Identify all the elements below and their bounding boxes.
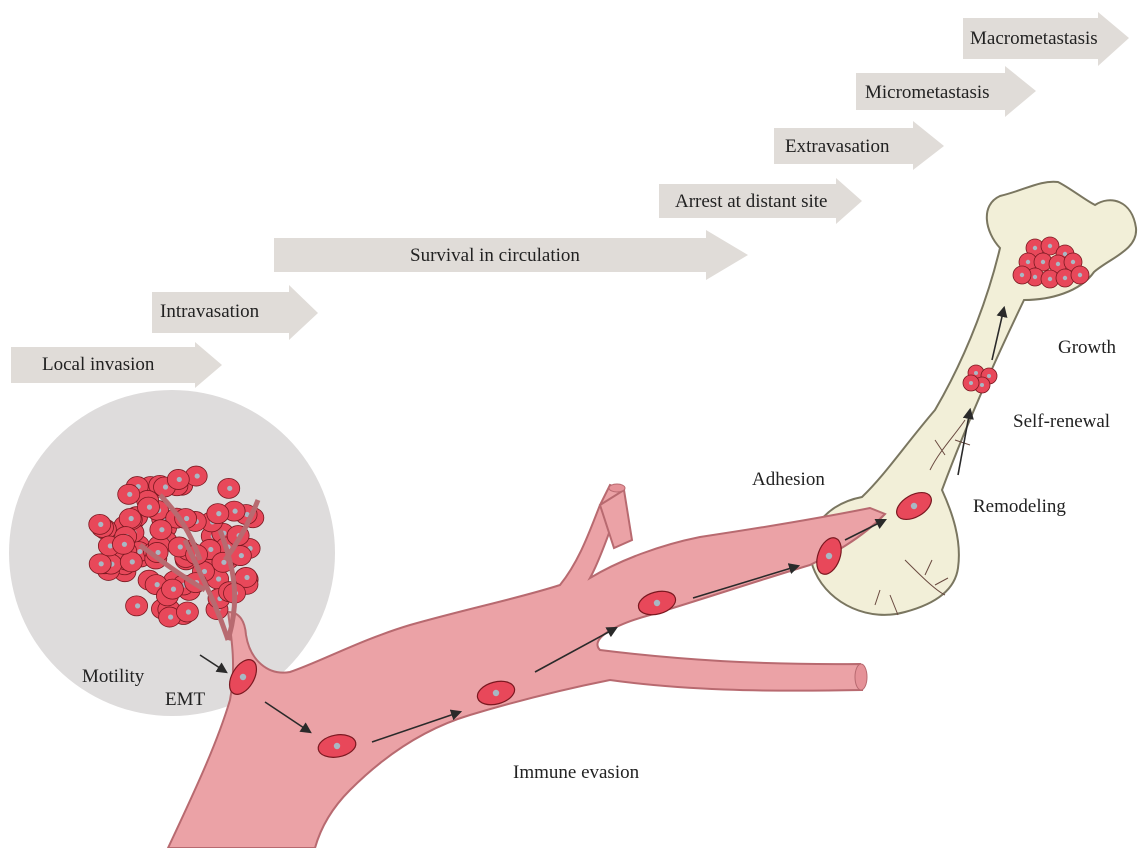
circulating-cell-nucleus — [654, 600, 660, 606]
cell-nucleus — [1048, 277, 1052, 281]
stage-arrow-micrometastasis — [856, 66, 1036, 117]
tumor-cell-nucleus — [163, 484, 168, 489]
vessel-end-top — [609, 484, 625, 492]
tumor-cell-nucleus — [168, 614, 173, 619]
tumor-cell-nucleus — [184, 516, 189, 521]
cell-nucleus — [974, 371, 978, 375]
cell-nucleus — [1048, 244, 1052, 248]
tumor-cell-nucleus — [122, 542, 127, 547]
stage-arrow-local-invasion — [11, 342, 222, 388]
cell-nucleus — [1033, 246, 1037, 250]
label-adhesion: Adhesion — [752, 470, 825, 489]
tumor-cell-nucleus — [127, 492, 132, 497]
cell-nucleus — [969, 381, 973, 385]
cell-nucleus — [1041, 260, 1045, 264]
cell-nucleus — [987, 374, 991, 378]
cell-nucleus — [1078, 273, 1082, 277]
stage-arrow-arrest-at-distant-site — [659, 178, 862, 224]
tumor-cell-nucleus — [130, 559, 135, 564]
tumor-cell-nucleus — [135, 603, 140, 608]
tumor-cell-nucleus — [147, 505, 152, 510]
cell-nucleus — [1063, 276, 1067, 280]
tumor-cell-nucleus — [195, 473, 200, 478]
label-motility: Motility — [82, 667, 144, 686]
label-immune-evasion: Immune evasion — [513, 763, 639, 782]
label-growth: Growth — [1058, 338, 1116, 357]
stage-arrows — [11, 12, 1129, 388]
tumor-cell-nucleus — [186, 609, 191, 614]
circulating-cell-nucleus — [911, 503, 917, 509]
tumor-cell-nucleus — [155, 582, 160, 587]
label-remodeling: Remodeling — [973, 497, 1066, 516]
tumor-cell-nucleus — [233, 509, 238, 514]
tumor-cell-nucleus — [244, 575, 249, 580]
label-self-renewal: Self-renewal — [1013, 412, 1110, 431]
tumor-cell-nucleus — [137, 549, 142, 554]
tumor-cell-nucleus — [171, 587, 176, 592]
stage-arrow-intravasation — [152, 285, 318, 340]
stage-arrow-survival-in-circulation — [274, 230, 748, 280]
tumor-cell-nucleus — [227, 486, 232, 491]
stage-arrow-extravasation — [774, 121, 944, 170]
tumor-cell-nucleus — [216, 511, 221, 516]
circulating-cell-nucleus — [334, 743, 340, 749]
cell-nucleus — [1033, 275, 1037, 279]
circulating-cell-nucleus — [240, 674, 246, 680]
tumor-cell-nucleus — [216, 576, 221, 581]
bone — [810, 182, 1136, 615]
tumor-cell-nucleus — [98, 522, 103, 527]
cell-nucleus — [1071, 260, 1075, 264]
vessel-end-right — [855, 664, 867, 690]
tumor-cell-nucleus — [178, 544, 183, 549]
cell-nucleus — [980, 383, 984, 387]
tumor-cell-nucleus — [159, 527, 164, 532]
cell-nucleus — [1056, 262, 1060, 266]
tumor-cell-nucleus — [208, 547, 213, 552]
tumor-cell-nucleus — [239, 553, 244, 558]
cell-nucleus — [1026, 260, 1030, 264]
circulating-cell-nucleus — [826, 553, 832, 559]
label-emt: EMT — [165, 690, 205, 709]
tumor-cell-nucleus — [129, 516, 134, 521]
tumor-cell-nucleus — [177, 477, 182, 482]
circulating-cell-nucleus — [493, 690, 499, 696]
stage-arrow-macrometastasis — [963, 12, 1129, 66]
tumor-cell-nucleus — [99, 561, 104, 566]
cell-nucleus — [1020, 273, 1024, 277]
